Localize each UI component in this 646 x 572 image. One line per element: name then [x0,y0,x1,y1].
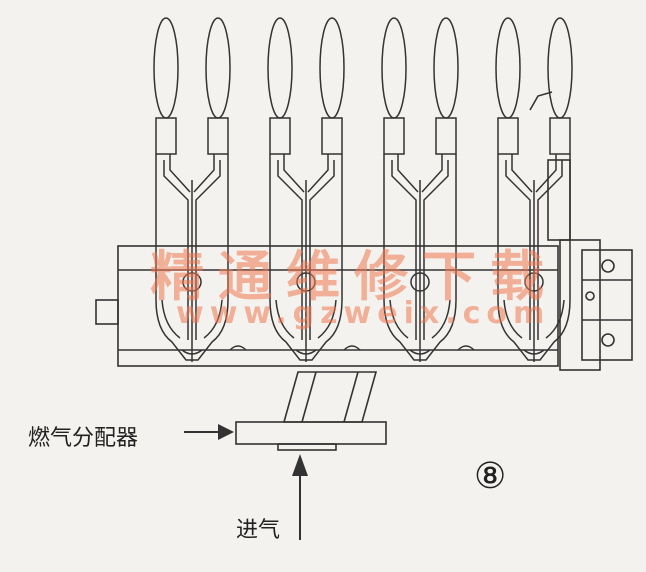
nozzle-left [155,117,177,155]
gas-inlet-label: 进气 [236,518,281,543]
manifold-port [182,272,202,292]
flame-left [153,17,179,119]
burner-unit [153,17,231,362]
distributor-arrow [184,424,234,440]
burner-cup [275,299,337,339]
burner-unit [267,17,345,362]
flame-left [267,17,293,119]
burner-inner-tube [505,160,563,340]
gas-distributor-label: 燃气分配器 [28,426,139,451]
nozzle-bump [181,349,203,355]
left-fitting [95,299,119,325]
nozzle-right [321,117,343,155]
gas-distributor [235,421,387,445]
inlet-arrow [292,454,308,540]
nozzle-bump [523,349,545,355]
burner-cup [389,299,451,339]
nozzle-right [207,117,229,155]
flame-right [433,17,459,119]
nozzle-bump [409,349,431,355]
burner-y-branch [283,154,329,193]
nozzle-bump [295,349,317,355]
support-stand [282,371,378,423]
burner-y-branch [397,154,443,193]
burner-cup [503,299,565,339]
manifold-bump [457,345,475,351]
flame-right [547,17,573,119]
burner-unit [495,17,573,362]
nozzle-right [435,117,457,155]
flame-right [319,17,345,119]
manifold-bump [229,345,247,351]
watermark-url: www.gzweix.com [176,296,551,331]
flame-right [205,17,231,119]
figure-number: ⑧ [474,456,507,497]
nozzle-left [269,117,291,155]
nozzle-left [497,117,519,155]
nozzle-left [383,117,405,155]
flame-left [495,17,521,119]
burner-inner-tube [163,160,221,340]
burner-inner-tube [391,160,449,340]
manifold-port [296,272,316,292]
burner-inner-tube [277,160,335,340]
manifold-port [524,272,544,292]
burner-y-branch [511,154,557,193]
burner-cup [161,299,223,339]
watermark-chinese: 精通维修下载 [150,244,558,308]
manifold-port [410,272,430,292]
burner-y-branch [169,154,215,193]
flame-left [381,17,407,119]
nozzle-right [549,117,571,155]
burner-unit [381,17,459,362]
manifold-bump [343,345,361,351]
